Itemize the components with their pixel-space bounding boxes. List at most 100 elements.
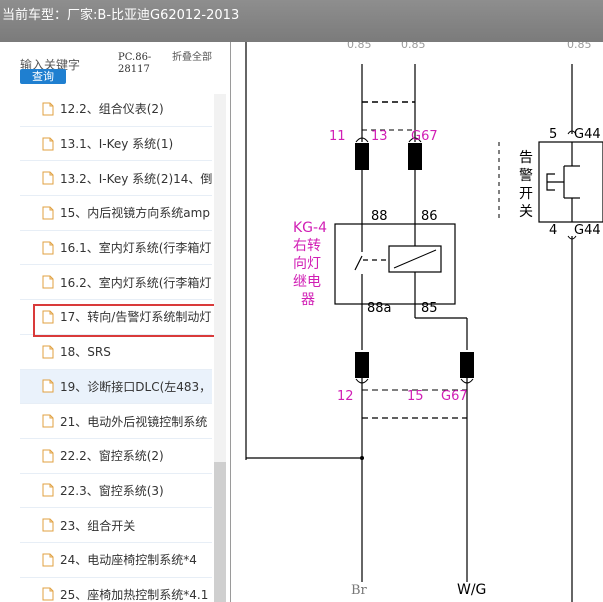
document-icon — [42, 102, 54, 116]
tree-item-label: 24、电动座椅控制系统*4 — [60, 553, 197, 568]
tree-item-selected[interactable]: 16.2、室内灯系统(行李箱灯 — [20, 265, 212, 301]
tree-item-label: 15、内后视镜方向系统amp — [60, 206, 210, 221]
relay-pin-label: 88 — [371, 209, 388, 224]
tree-item[interactable]: 18、SRS — [20, 335, 212, 370]
pin-label: 12 — [337, 389, 354, 404]
document-icon — [42, 206, 54, 220]
code-label: PC.86-28117 — [118, 52, 152, 75]
tree-item-label: 19、诊断接口DLC(左483， — [60, 379, 212, 394]
selection-highlight-box — [33, 304, 217, 337]
tree-item-label: 22.3、窗控系统(3) — [60, 483, 164, 498]
tree-item[interactable]: 24、电动座椅控制系统*4 — [20, 543, 212, 578]
pin-label: 11 — [329, 129, 346, 144]
tree-item[interactable]: 15、内后视镜方向系统amp — [20, 196, 212, 231]
tree-item[interactable]: 13.1、I-Key 系统(1) — [20, 127, 212, 162]
wire-gauge-label: 0.85 — [401, 42, 426, 51]
switch-title: 开 — [519, 186, 533, 202]
relay-title: 器 — [301, 292, 315, 308]
tree-item[interactable]: 22.3、窗控系统(3) — [20, 474, 212, 509]
relay-pin-label: 88a — [367, 301, 392, 316]
tree-item-label: 18、SRS — [60, 345, 111, 360]
tree-item-label: 13.1、I-Key 系统(1) — [60, 137, 174, 152]
junction-dot — [360, 456, 364, 460]
wiring-diagram: 0.85 0.85 0.85 11 13 G67 — [245, 42, 603, 602]
tree-item-label: 16.2、室内灯系统(行李箱灯 — [60, 275, 212, 290]
collapse-all-button[interactable]: 折叠全部 — [172, 52, 212, 63]
document-icon — [42, 414, 54, 428]
connector-label: G67 — [441, 389, 468, 404]
document-icon — [42, 587, 54, 601]
alarm-switch-box — [538, 141, 603, 223]
document-icon — [42, 518, 54, 532]
document-icon — [42, 137, 54, 151]
document-icon — [42, 379, 54, 393]
relay-switch — [354, 255, 363, 271]
document-icon — [42, 310, 54, 324]
connector-arc — [460, 378, 474, 384]
wire-gauge-label: 0.85 — [567, 42, 592, 51]
connector-arc — [408, 137, 422, 143]
wire-color-label: W/G — [457, 582, 486, 598]
relay-title: 向灯 — [293, 256, 321, 272]
tree-item[interactable]: 25、座椅加热控制系统*4.1 — [20, 578, 212, 602]
vehicle-info: 当前车型：厂家:B-比亚迪G62012-2013 — [2, 4, 239, 23]
relay-title: 继电 — [293, 274, 321, 290]
title-bar: 当前车型：厂家:B-比亚迪G62012-2013 — [0, 0, 603, 42]
wire-gauge-label: 0.85 — [347, 42, 372, 51]
document-icon — [42, 449, 54, 463]
relay-pin-label: 86 — [421, 209, 438, 224]
left-panel: 输入关键字 查询 PC.86-28117 折叠全部 12.2、组合仪表(2) 1… — [0, 42, 231, 602]
connector-label: G67 — [411, 129, 438, 144]
document-icon — [42, 241, 54, 255]
connector-label: G44 — [574, 223, 601, 238]
search-button[interactable]: 查询 — [20, 69, 66, 84]
scrollbar-thumb[interactable] — [214, 462, 226, 602]
tree-item[interactable]: 23、组合开关 — [20, 508, 212, 543]
relay-title: 右转 — [293, 238, 321, 254]
tree-item-label: 12.2、组合仪表(2) — [60, 102, 164, 117]
connector-arc — [355, 378, 369, 384]
switch-actuator — [546, 173, 564, 191]
connector-pin — [460, 352, 474, 378]
switch-title: 关 — [519, 204, 533, 220]
connector-label: G44 — [574, 127, 601, 142]
switch-title: 警 — [519, 168, 533, 184]
relay-pin-label: 85 — [421, 301, 438, 316]
relay-coil — [393, 249, 437, 269]
tree-item[interactable]: 21、电动外后视镜控制系统 — [20, 404, 212, 439]
document-icon — [42, 171, 54, 185]
search-input[interactable]: 输入关键字 — [20, 58, 81, 72]
tree-item-label: 22.2、窗控系统(2) — [60, 449, 164, 464]
vehicle-label: 当前车型： — [2, 8, 68, 23]
switch-title: 告 — [519, 150, 533, 166]
wire-color-label: Br — [351, 583, 368, 598]
tree-item[interactable]: 13.2、I-Key 系统(2)14、倒 — [20, 161, 212, 197]
document-icon — [42, 345, 54, 359]
tree-item[interactable]: 16.1、室内灯系统(行李箱灯 — [20, 231, 212, 266]
document-icon — [42, 553, 54, 567]
relay-title: KG-4 — [293, 220, 327, 236]
tree-item-label: 21、电动外后视镜控制系统 — [60, 414, 208, 429]
tree-item-label: 23、组合开关 — [60, 518, 136, 533]
pin-label: 4 — [549, 223, 557, 238]
connector-arc — [355, 137, 369, 143]
tree-item[interactable]: 12.2、组合仪表(2) — [20, 92, 212, 127]
pin-label: 15 — [407, 389, 424, 404]
tree-item-label: 25、座椅加热控制系统*4.1 — [60, 587, 209, 602]
connector-pin — [355, 143, 369, 170]
pin-label: 5 — [549, 127, 557, 142]
tree-item-label: 16.1、室内灯系统(行李箱灯 — [60, 241, 212, 256]
pin-label: 13 — [371, 129, 388, 144]
tree-item-label: 17、转向/告警灯系统制动灯 — [60, 310, 212, 325]
connector-pin — [355, 352, 369, 378]
document-icon — [42, 483, 54, 497]
connector-arc — [567, 235, 577, 240]
tree-item[interactable]: 22.2、窗控系统(2) — [20, 439, 212, 474]
tree-item-hover[interactable]: 19、诊断接口DLC(左483， — [20, 369, 212, 405]
vehicle-value: 厂家:B-比亚迪G62012-2013 — [67, 8, 240, 23]
tree-item-label: 13.2、I-Key 系统(2)14、倒 — [60, 171, 212, 186]
connector-pin — [408, 143, 422, 170]
document-tree: 12.2、组合仪表(2) 13.1、I-Key 系统(1) 13.2、I-Key… — [20, 92, 212, 602]
connector-arc — [567, 130, 577, 135]
tree-item[interactable]: 17、转向/告警灯系统制动灯 — [20, 300, 212, 335]
